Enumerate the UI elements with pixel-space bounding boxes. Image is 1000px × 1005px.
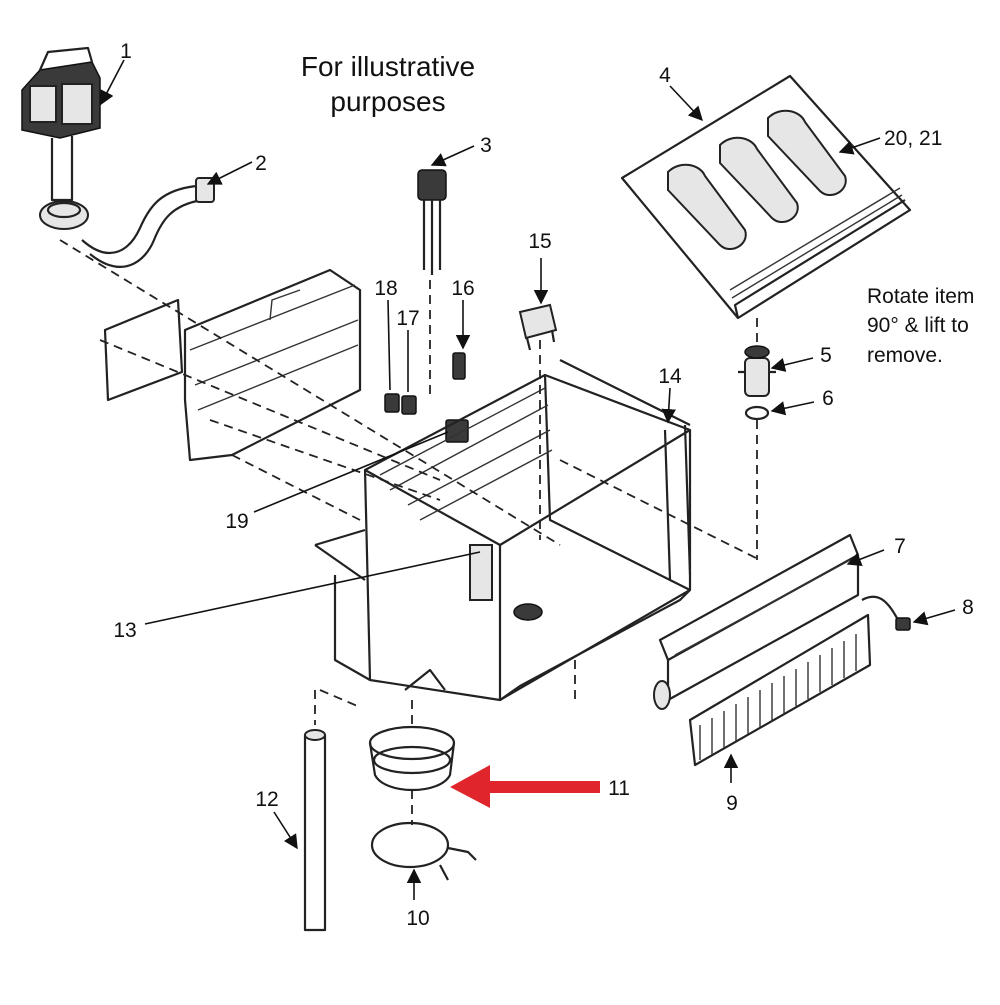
note-line-1: Rotate item: [867, 285, 974, 308]
cover-slots: [667, 109, 847, 250]
part-5-fitting: [738, 345, 776, 397]
callout-4: 4: [659, 64, 671, 87]
callout-7: 7: [894, 535, 906, 558]
part-15-bracket: [518, 303, 558, 351]
callout-leaders: [100, 59, 956, 900]
caption-line-2: purposes: [330, 86, 445, 117]
part-1-valve-assembly: [21, 46, 101, 230]
callout-17: 17: [396, 307, 419, 330]
callout-5: 5: [820, 344, 832, 367]
callout-labels: 1 2 3 4 20, 21 15 18 17 16 14 5 6 19 7 1…: [113, 40, 974, 930]
callout-12: 12: [255, 788, 278, 811]
part-4-cover: [620, 74, 912, 320]
callout-16: 16: [451, 277, 474, 300]
part-16-switch: [452, 352, 466, 380]
callout-6: 6: [822, 387, 834, 410]
callout-15: 15: [528, 230, 551, 253]
note-line-2: 90° & lift to: [867, 314, 969, 337]
note-line-3: remove.: [867, 344, 943, 367]
part-8-connector: [861, 595, 911, 631]
callout-13: 13: [113, 619, 136, 642]
assembly-dashed-lines: [59, 239, 761, 825]
main-tank: [314, 359, 692, 702]
callout-18: 18: [374, 277, 397, 300]
callout-14: 14: [658, 365, 682, 388]
callout-10: 10: [406, 907, 429, 930]
callout-8: 8: [962, 596, 974, 619]
caption-line-1: For illustrative: [301, 51, 475, 82]
callout-3: 3: [480, 134, 492, 157]
callout-1: 1: [120, 40, 132, 63]
highlight-arrow: [450, 765, 600, 808]
part-12-rod: [303, 729, 327, 932]
callout-2: 2: [255, 152, 267, 175]
callout-11: 11: [608, 777, 630, 800]
part-3-probe: [417, 169, 447, 275]
callout-9: 9: [726, 792, 738, 815]
part-10-gasket: [370, 821, 477, 881]
left-side-panels: [103, 268, 362, 462]
callout-19: 19: [225, 510, 248, 533]
part-11-ring: [368, 725, 456, 792]
part-7-rail: [653, 533, 860, 710]
part-9-terminals: [688, 613, 872, 767]
part-2-hose: [81, 177, 215, 268]
part-18-17-fittings: [384, 393, 417, 415]
part-6-washer: [744, 405, 770, 421]
callout-20-21: 20, 21: [884, 127, 942, 150]
